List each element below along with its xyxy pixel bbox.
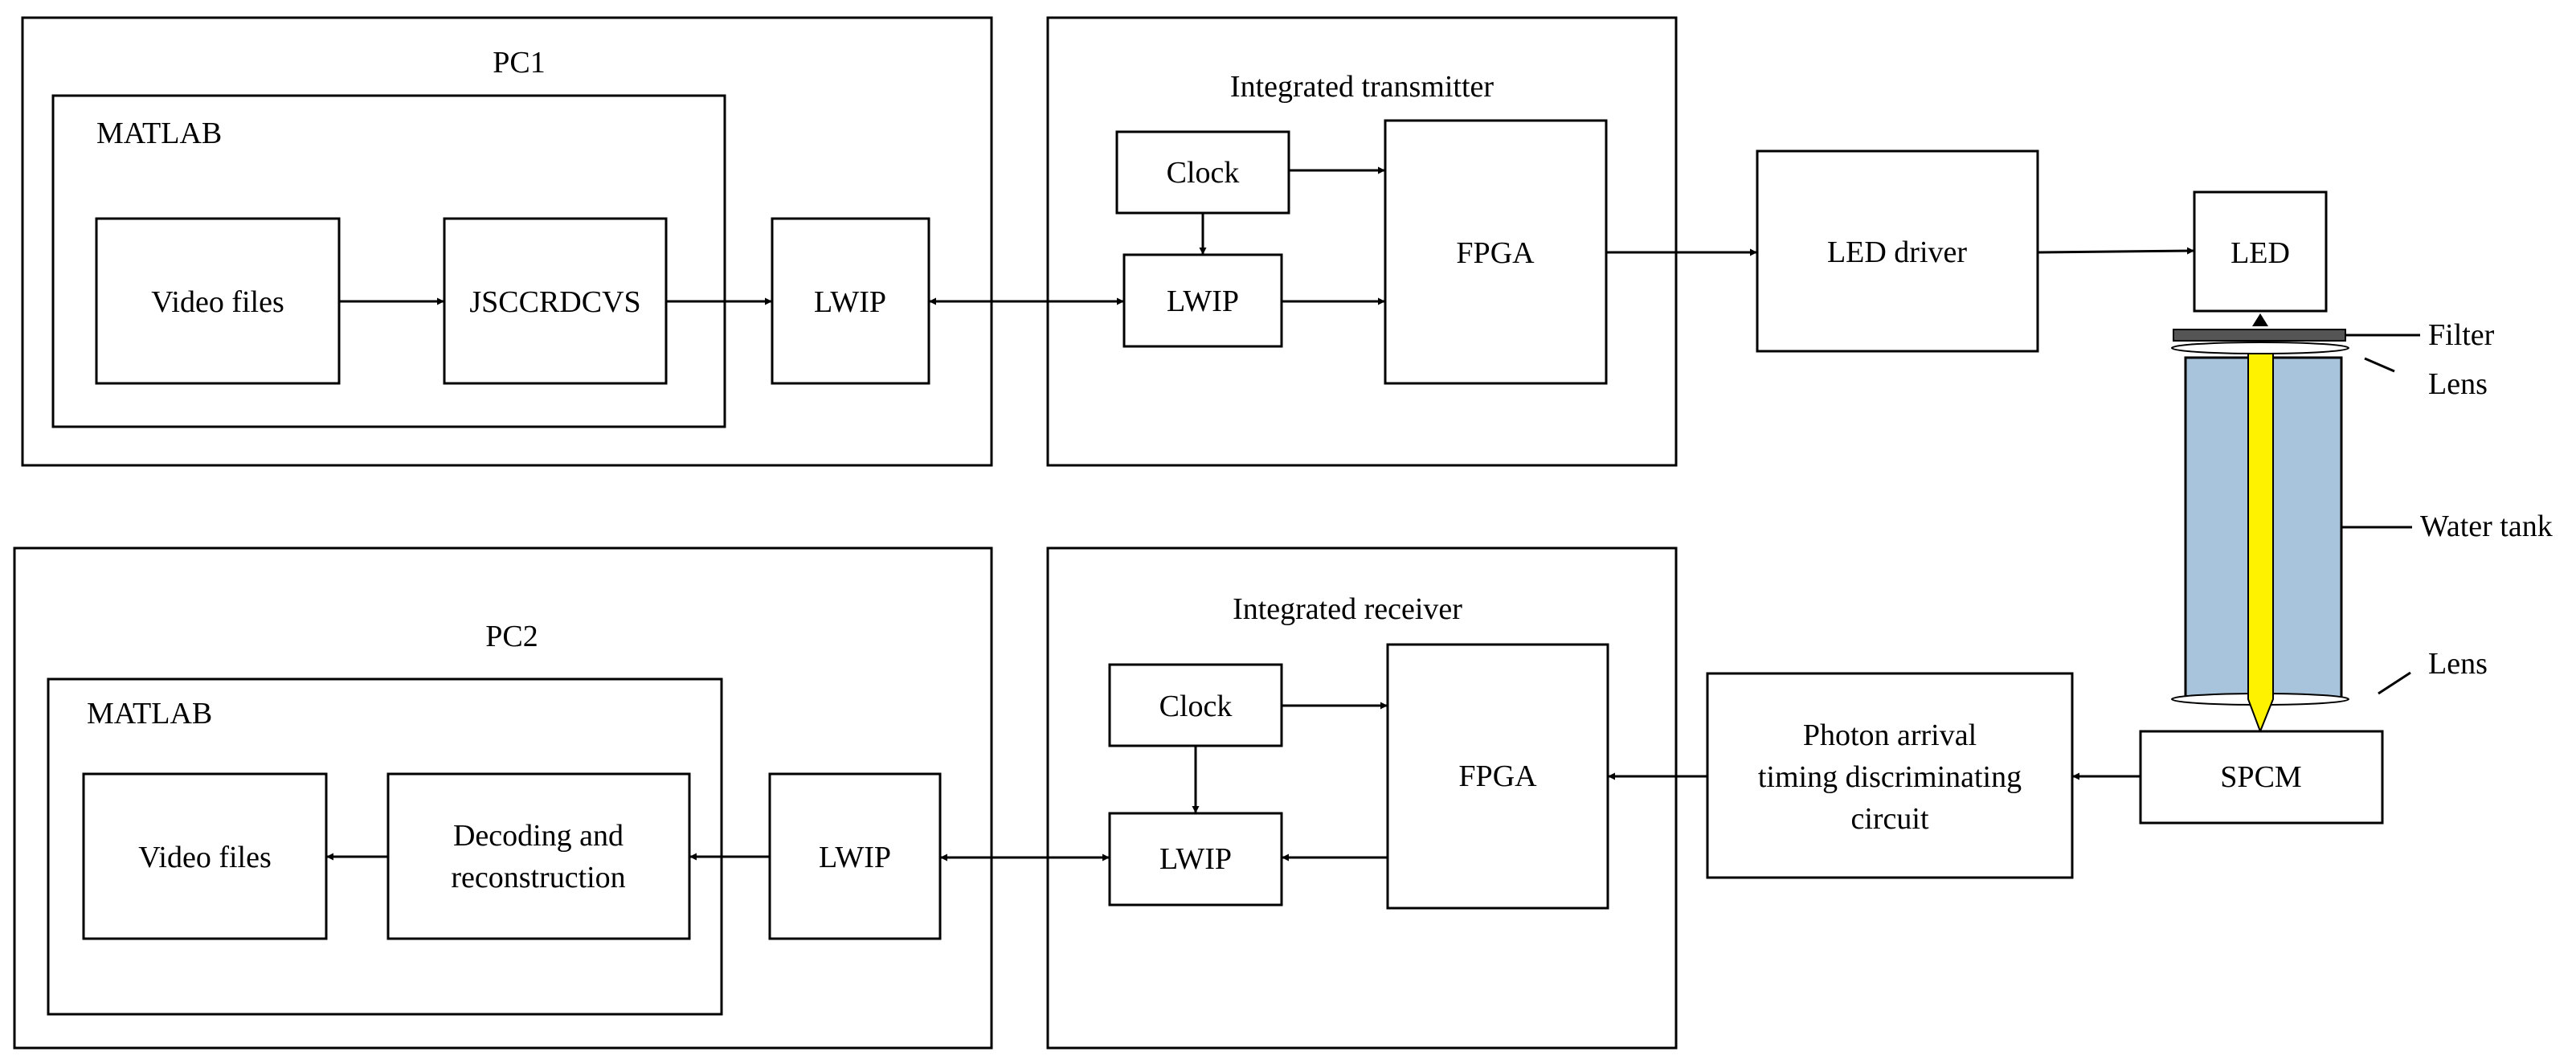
pc2-video-files-box: [82, 772, 328, 940]
pc1-jsccrdcvs-box: [443, 217, 668, 385]
led-label: LED: [2230, 236, 2290, 270]
pc2-video-files-label: Video files: [138, 841, 272, 874]
lens-bottom-label: Lens: [2428, 647, 2488, 681]
transmitter-lwip-label: LWIP: [1167, 284, 1239, 318]
filter-label: Filter: [2428, 318, 2495, 352]
pc2-decoding-label-line2: reconstruction: [451, 861, 625, 894]
led-driver-label: LED driver: [1827, 235, 1967, 269]
water-tank-label: Water tank: [2420, 510, 2553, 543]
photon-timing-label-line3: circuit: [1850, 802, 1929, 836]
pc1-lwip-label: LWIP: [814, 285, 886, 319]
pc1-matlab-label: MATLAB: [96, 117, 222, 150]
pc2-lwip-box: [768, 772, 942, 940]
pc2-lwip-label: LWIP: [819, 841, 891, 874]
receiver-fpga-label: FPGA: [1458, 759, 1537, 793]
transmitter-fpga-box: [1384, 119, 1608, 385]
transmitter-title: Integrated transmitter: [1230, 70, 1494, 104]
filter: [2173, 329, 2346, 342]
lens-top-label: Lens: [2428, 367, 2488, 401]
light-beam: [2247, 353, 2274, 734]
lens-bottom-leader: [2378, 671, 2411, 695]
arrow-led-driver-to-led: [2037, 247, 2195, 255]
led-box: [2193, 190, 2328, 313]
lens-top-leader: [2364, 357, 2395, 373]
pc2-title: PC2: [485, 620, 538, 653]
pc2-decoding-box: [386, 772, 691, 940]
pc1-video-files-label: Video files: [151, 285, 284, 319]
spcm-label: SPCM: [2220, 760, 2301, 794]
spcm-box: [2139, 730, 2384, 825]
receiver-title: Integrated receiver: [1233, 592, 1462, 626]
photon-timing-label-line2: timing discriminating: [1758, 760, 2022, 794]
pc1-lwip-box: [771, 217, 930, 385]
photon-timing-label-line1: Photon arrival: [1803, 718, 1977, 752]
transmitter-fpga-label: FPGA: [1456, 236, 1535, 270]
photon-timing-box: [1706, 672, 2074, 879]
transmitter-clock-label: Clock: [1167, 156, 1240, 190]
pc1-video-files-box: [95, 217, 341, 385]
pc2-decoding-label-line1: Decoding and: [453, 819, 624, 853]
receiver-clock-label: Clock: [1159, 690, 1233, 723]
lens-top: [2171, 342, 2349, 354]
pc1-jsccrdcvs-label: JSCCRDCVS: [469, 285, 640, 319]
led-emission-arrowhead: [2252, 313, 2268, 326]
receiver-lwip-label: LWIP: [1159, 842, 1232, 876]
pc1-title: PC1: [493, 46, 545, 80]
receiver-fpga-box: [1386, 643, 1609, 910]
pc2-matlab-label: MATLAB: [87, 697, 212, 731]
led-driver-box: [1756, 149, 2039, 353]
receiver-clock-box: [1108, 663, 1283, 747]
